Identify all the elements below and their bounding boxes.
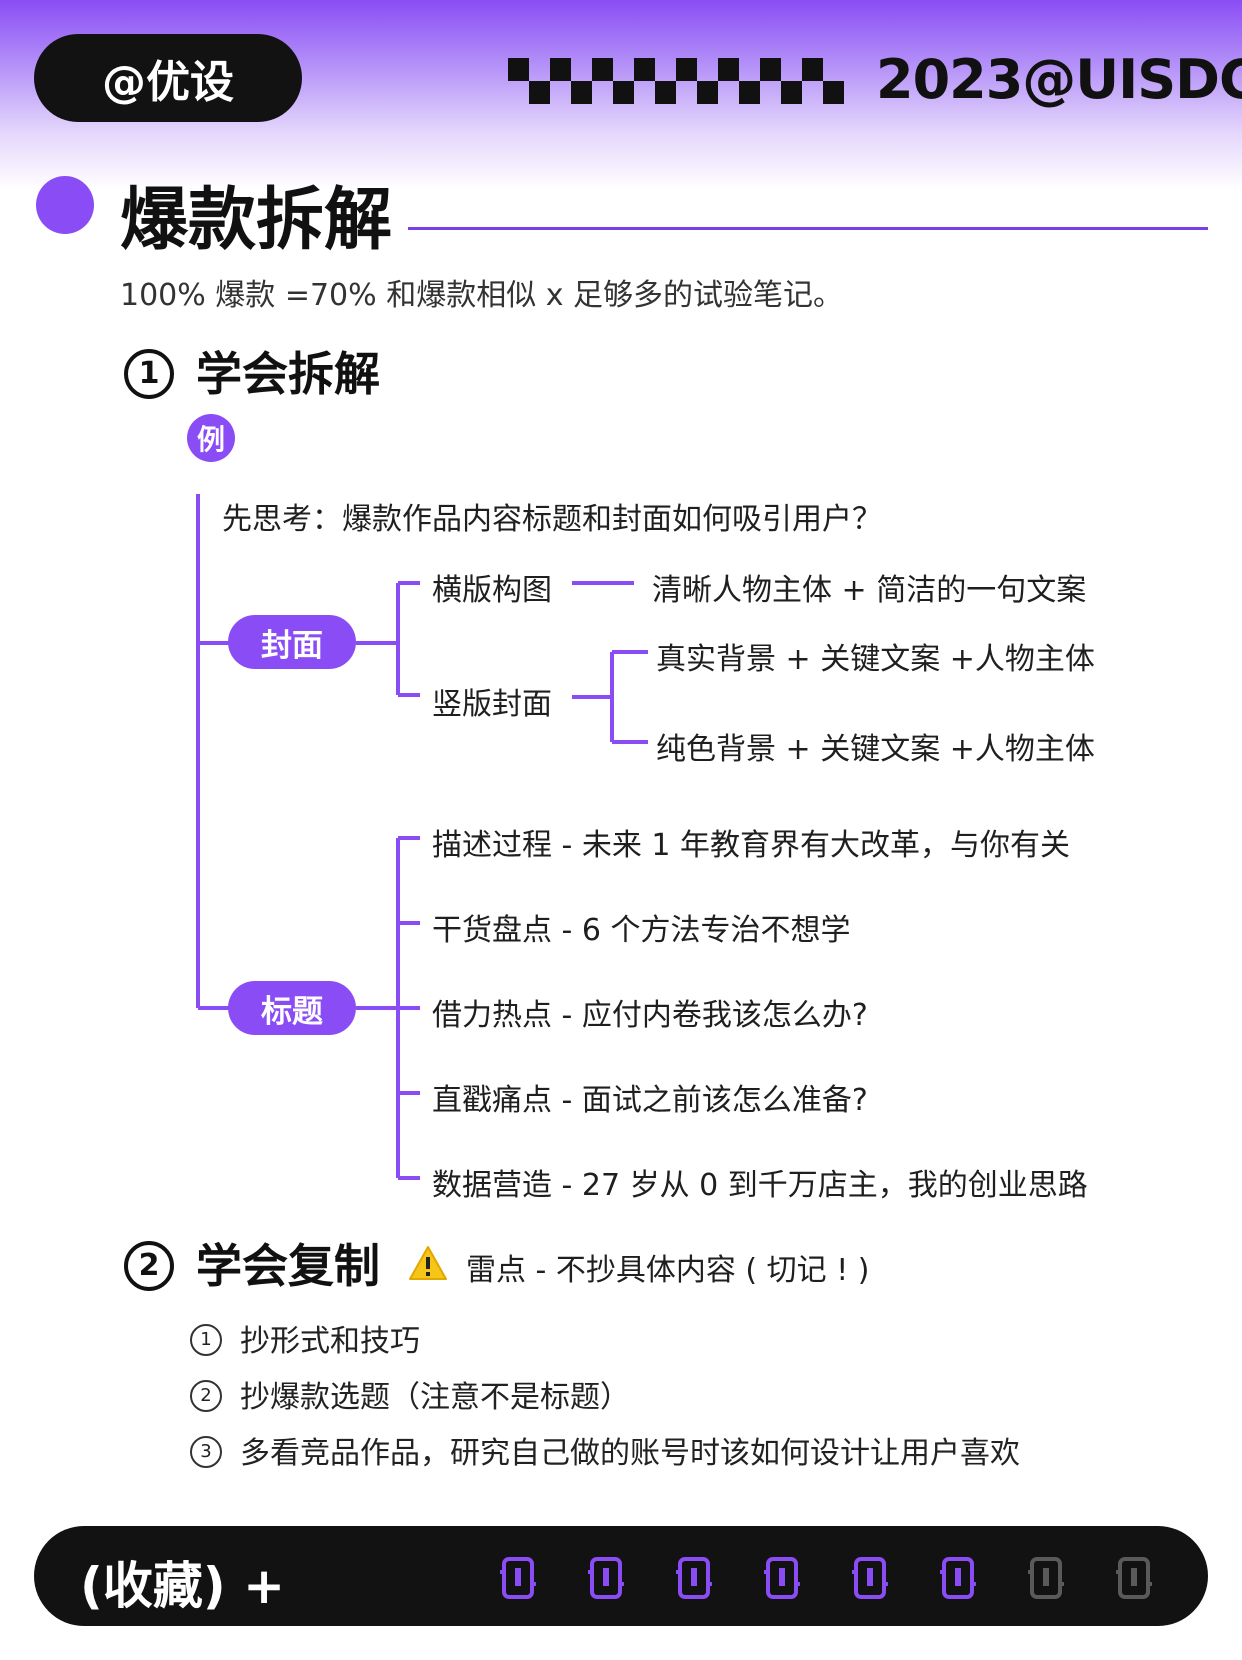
list-item-text: 多看竞品作品，研究自己做的账号时该如何设计让用户喜欢 <box>240 1436 1020 1471</box>
section1-title: 学会拆解 <box>196 347 380 401</box>
progress-segment-filled-icon <box>588 1557 624 1599</box>
year-tag: 2023@UISDC <box>876 48 1242 111</box>
section2-title: 学会复制 <box>196 1239 380 1293</box>
progress-segment-filled-icon <box>852 1557 888 1599</box>
section2-heading: 2 学会复制 <box>124 1230 380 1296</box>
vertical-label: 竖版封面 <box>432 687 552 722</box>
title-item: 描述过程 - 未来 1 年教育界有大改革，与你有关 <box>432 828 1071 863</box>
progress-segment-filled-icon <box>500 1557 536 1599</box>
checker-decoration <box>508 58 844 104</box>
progress-segment-filled-icon <box>764 1557 800 1599</box>
cover-node-label: 封面 <box>261 627 323 664</box>
progress-segment-empty-icon <box>1028 1557 1064 1599</box>
section2-number: 2 <box>124 1240 174 1291</box>
vertical-option: 纯色背景 + 关键文案 +人物主体 <box>656 732 1095 767</box>
list-item-number: 3 <box>190 1435 222 1468</box>
warning-text: 雷点 - 不抄具体内容 ( 切记 ! ) <box>466 1253 870 1288</box>
list-item-number: 2 <box>190 1379 222 1412</box>
title-item: 数据营造 - 27 岁从 0 到千万店主，我的创业思路 <box>432 1168 1088 1203</box>
list-item-text: 抄爆款选题（注意不是标题） <box>240 1380 630 1415</box>
title-dot <box>36 176 94 234</box>
example-badge: 例 <box>187 414 235 462</box>
list-item-text: 抄形式和技巧 <box>240 1324 420 1359</box>
list-item: 1 抄形式和技巧 <box>190 1316 420 1360</box>
title-node: 标题 <box>228 981 356 1035</box>
horizontal-label: 横版构图 <box>432 573 552 608</box>
footer-bar: (收藏) + <box>34 1526 1208 1626</box>
warning-icon <box>409 1246 447 1280</box>
brand-pill: @优设 <box>34 34 302 122</box>
vertical-option: 真实背景 + 关键文案 +人物主体 <box>656 642 1095 677</box>
list-item: 2 抄爆款选题（注意不是标题） <box>190 1372 630 1416</box>
cover-node: 封面 <box>228 615 356 669</box>
question-text: 先思考：爆款作品内容标题和封面如何吸引用户？ <box>222 502 882 537</box>
title-underline <box>408 227 1208 230</box>
title-item: 干货盘点 - 6 个方法专治不想学 <box>432 913 851 948</box>
horizontal-desc: 清晰人物主体 + 简洁的一句文案 <box>652 573 1087 608</box>
list-item-number: 1 <box>190 1323 222 1356</box>
collect-label: (收藏) + <box>80 1557 286 1615</box>
list-item: 3 多看竞品作品，研究自己做的账号时该如何设计让用户喜欢 <box>190 1428 1020 1472</box>
main-title: 爆款拆解 <box>120 181 393 260</box>
subtitle: 100% 爆款 =70% 和爆款相似 x 足够多的试验笔记。 <box>120 278 844 313</box>
section1-heading: 1 学会拆解 <box>124 338 380 404</box>
brand-handle: @优设 <box>102 57 234 108</box>
title-node-label: 标题 <box>261 993 323 1030</box>
title-item: 借力热点 - 应付内卷我该怎么办? <box>432 998 868 1033</box>
progress-segment-empty-icon <box>1116 1557 1152 1599</box>
title-item: 直戳痛点 - 面试之前该怎么准备? <box>432 1083 868 1118</box>
progress-segment-filled-icon <box>676 1557 712 1599</box>
section1-number: 1 <box>124 348 174 399</box>
progress-segment-filled-icon <box>940 1557 976 1599</box>
